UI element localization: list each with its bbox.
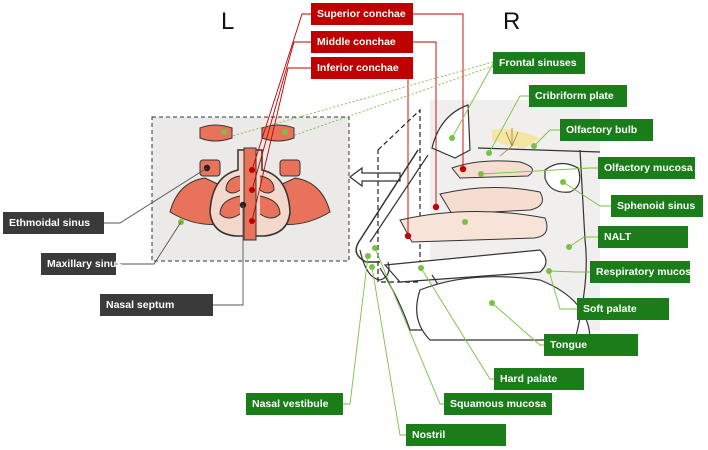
coronal-section xyxy=(151,116,350,262)
label-tongue: Tongue xyxy=(544,334,638,356)
label-hard-palate: Hard palate xyxy=(494,368,584,390)
label-respiratory-mucosa: Respiratory mucosa xyxy=(590,261,697,283)
label-sphenoid-sinus: Sphenoid sinus xyxy=(611,195,703,217)
side-left-letter: L xyxy=(221,8,235,35)
label-cribriform-plate: Cribriform plate xyxy=(529,85,627,107)
label-soft-palate: Soft palate xyxy=(577,298,669,320)
label-olfactory-mucosa: Olfactory mucosa xyxy=(598,157,695,179)
label-maxillary-sinus: Maxillary sinus xyxy=(41,253,122,275)
label-superior-conchae: Superior conchae xyxy=(311,3,413,25)
label-olfactory-bulb: Olfactory bulb xyxy=(560,119,653,141)
label-inferior-conchae: Inferior conchae xyxy=(311,57,413,79)
leader-lines xyxy=(104,13,611,436)
label-squamous-mucosa: Squamous mucosa xyxy=(444,393,552,415)
direction-arrow xyxy=(349,166,401,188)
side-right-letter: R xyxy=(503,8,521,35)
label-nalt: NALT xyxy=(598,226,688,248)
label-ethmoidal-sinus: Ethmoidal sinus xyxy=(3,212,104,234)
label-frontal-sinuses: Frontal sinuses xyxy=(493,52,585,74)
label-nasal-vestibule: Nasal vestibule xyxy=(246,393,343,415)
label-middle-conchae: Middle conchae xyxy=(311,31,413,53)
label-nasal-septum: Nasal septum xyxy=(100,294,213,316)
label-nostril: Nostril xyxy=(406,424,506,446)
coronal-plane xyxy=(377,108,421,283)
